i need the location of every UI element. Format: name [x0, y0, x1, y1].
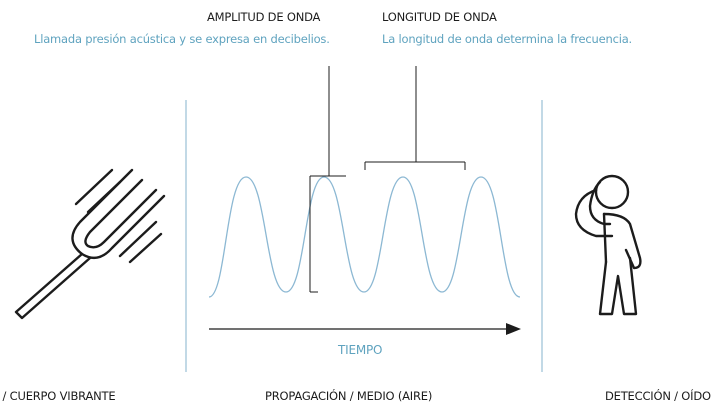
amplitude-bracket — [309, 66, 346, 293]
section-label-propagation: PROPAGACIÓN / MEDIO (AIRE) — [265, 389, 433, 403]
sound-wave — [208, 176, 521, 298]
wavelength-bracket — [364, 66, 466, 170]
amplitude-title: AMPLITUD DE ONDA — [207, 10, 321, 24]
amplitude-description: Llamada presión acústica y se expresa en… — [34, 32, 330, 46]
wavelength-description: La longitud de onda determina la frecuen… — [382, 32, 633, 46]
section-label-source: E / CUERPO VIBRANTE — [0, 389, 116, 403]
section-label-detection: DETECCIÓN / OÍDO — [605, 389, 711, 403]
person-listening-icon — [574, 174, 642, 316]
wavelength-title: LONGITUD DE ONDA — [382, 10, 497, 24]
time-axis-arrow — [209, 323, 521, 335]
time-axis-label: TIEMPO — [338, 343, 383, 357]
tuning-fork-icon — [14, 168, 166, 320]
